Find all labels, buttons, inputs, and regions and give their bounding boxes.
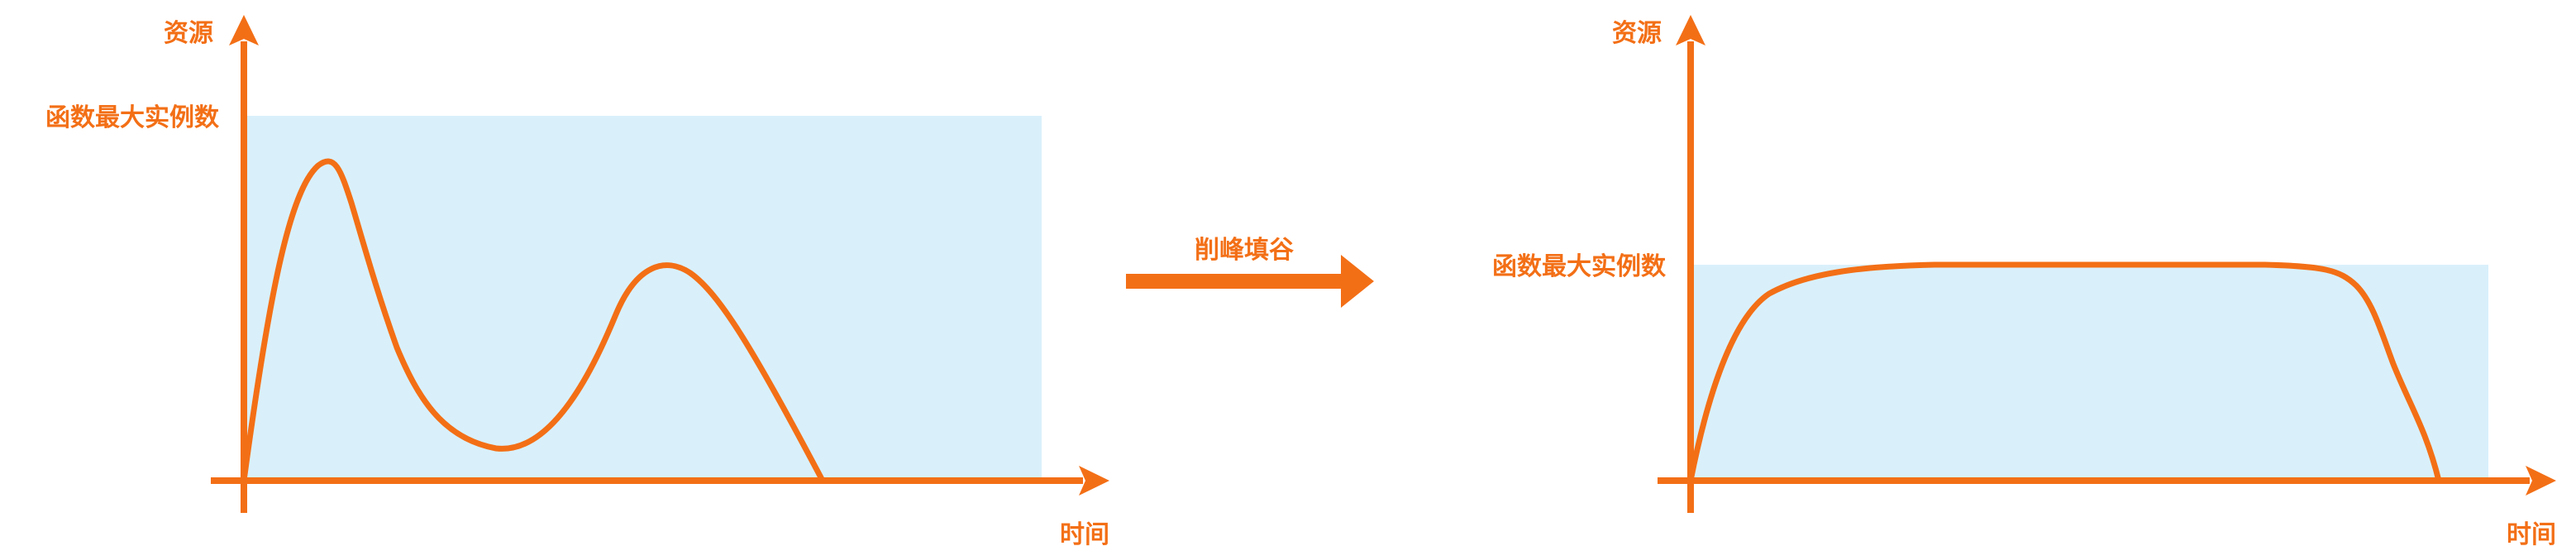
right-y-axis-arrow-icon <box>1676 15 1705 46</box>
right-load-curve <box>1687 261 2442 484</box>
right-capacity-area <box>1691 265 2488 480</box>
left-y-axis-label: 资源 <box>164 19 213 48</box>
left-chart: 资源 函数最大实例数 时间 <box>45 15 1109 546</box>
left-load-curve <box>241 158 826 484</box>
right-arrow-icon <box>1126 255 1374 308</box>
right-x-axis-label: 时间 <box>2507 520 2556 546</box>
left-capacity-label: 函数最大实例数 <box>45 103 220 132</box>
transform-label: 削峰填谷 <box>1195 236 1294 265</box>
transform: 削峰填谷 <box>1126 236 1374 308</box>
right-x-axis-arrow-icon <box>2526 466 2556 496</box>
right-capacity-label: 函数最大实例数 <box>1492 252 1667 281</box>
right-y-axis-label: 资源 <box>1612 19 1662 48</box>
left-x-axis-arrow-icon <box>1079 466 1109 496</box>
left-x-axis-label: 时间 <box>1060 520 1109 546</box>
left-capacity-area <box>244 116 1042 480</box>
left-y-axis-arrow-icon <box>229 15 259 46</box>
right-chart: 资源 函数最大实例数 时间 <box>1492 15 2556 546</box>
